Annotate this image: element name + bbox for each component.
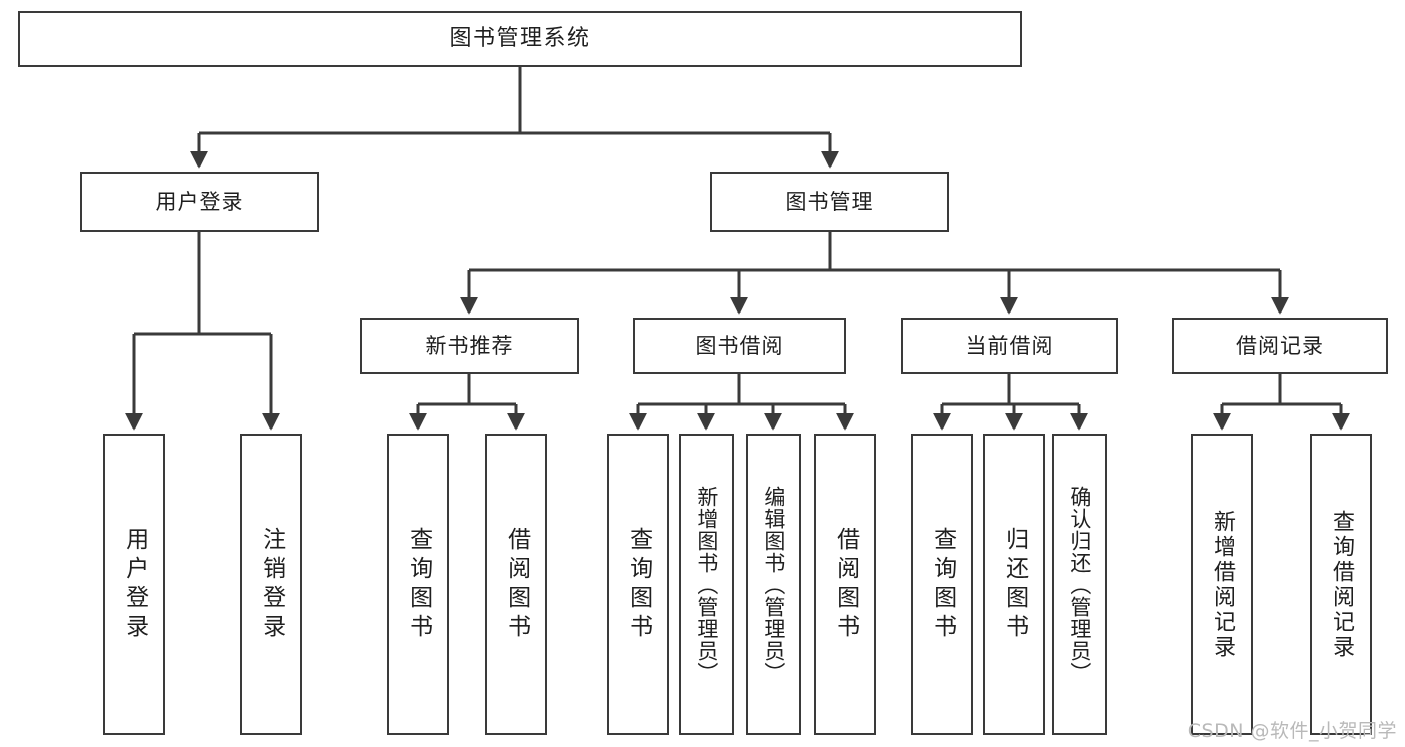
node-new-book-rec-label: 新书推荐	[425, 333, 514, 358]
node-leaf-borrow-book-2-label: 借阅图书	[832, 526, 859, 643]
node-book-borrow[interactable]: 图书借阅	[633, 318, 846, 374]
node-current-borrow-label: 当前借阅	[965, 333, 1054, 358]
node-leaf-add-record[interactable]: 新增借阅记录	[1191, 434, 1253, 735]
node-leaf-return-book[interactable]: 归还图书	[983, 434, 1045, 735]
node-book-borrow-label: 图书借阅	[695, 333, 784, 358]
node-leaf-user-login[interactable]: 用户登录	[103, 434, 165, 735]
node-leaf-borrow-book-1-label: 借阅图书	[503, 526, 530, 643]
watermark: CSDN @软件_小贺同学	[1187, 720, 1397, 742]
node-leaf-query-book-2[interactable]: 查询图书	[607, 434, 669, 735]
node-current-borrow[interactable]: 当前借阅	[901, 318, 1118, 374]
node-leaf-logout-label: 注销登录	[258, 526, 285, 643]
node-leaf-borrow-book-2[interactable]: 借阅图书	[814, 434, 876, 735]
node-borrow-record[interactable]: 借阅记录	[1172, 318, 1388, 374]
node-leaf-confirm-return-label: 确认归还（管理员）	[1067, 485, 1092, 684]
node-leaf-edit-book-label: 编辑图书（管理员）	[761, 485, 786, 684]
node-root-label: 图书管理系统	[449, 26, 591, 52]
node-leaf-query-book-3-label: 查询图书	[929, 526, 956, 643]
node-leaf-logout[interactable]: 注销登录	[240, 434, 302, 735]
node-leaf-query-record[interactable]: 查询借阅记录	[1310, 434, 1372, 735]
node-leaf-return-book-label: 归还图书	[1001, 526, 1028, 643]
node-leaf-edit-book[interactable]: 编辑图书（管理员）	[746, 434, 801, 735]
node-new-book-rec[interactable]: 新书推荐	[360, 318, 579, 374]
node-user-login[interactable]: 用户登录	[80, 172, 319, 232]
node-borrow-record-label: 借阅记录	[1236, 333, 1324, 358]
node-leaf-add-book[interactable]: 新增图书（管理员）	[679, 434, 734, 735]
node-book-manage-label: 图书管理	[785, 189, 874, 214]
node-leaf-query-book-3[interactable]: 查询图书	[911, 434, 973, 735]
node-leaf-query-book-1[interactable]: 查询图书	[387, 434, 449, 735]
node-leaf-user-login-label: 用户登录	[121, 526, 148, 643]
node-leaf-query-book-2-label: 查询图书	[625, 526, 652, 643]
node-root[interactable]: 图书管理系统	[18, 11, 1022, 67]
node-leaf-query-book-1-label: 查询图书	[405, 526, 432, 643]
node-leaf-add-book-label: 新增图书（管理员）	[694, 485, 719, 684]
node-leaf-confirm-return[interactable]: 确认归还（管理员）	[1052, 434, 1107, 735]
node-leaf-query-record-label: 查询借阅记录	[1328, 509, 1354, 660]
node-leaf-borrow-book-1[interactable]: 借阅图书	[485, 434, 547, 735]
node-book-manage[interactable]: 图书管理	[710, 172, 949, 232]
node-user-login-label: 用户登录	[155, 189, 244, 214]
node-leaf-add-record-label: 新增借阅记录	[1209, 509, 1235, 660]
